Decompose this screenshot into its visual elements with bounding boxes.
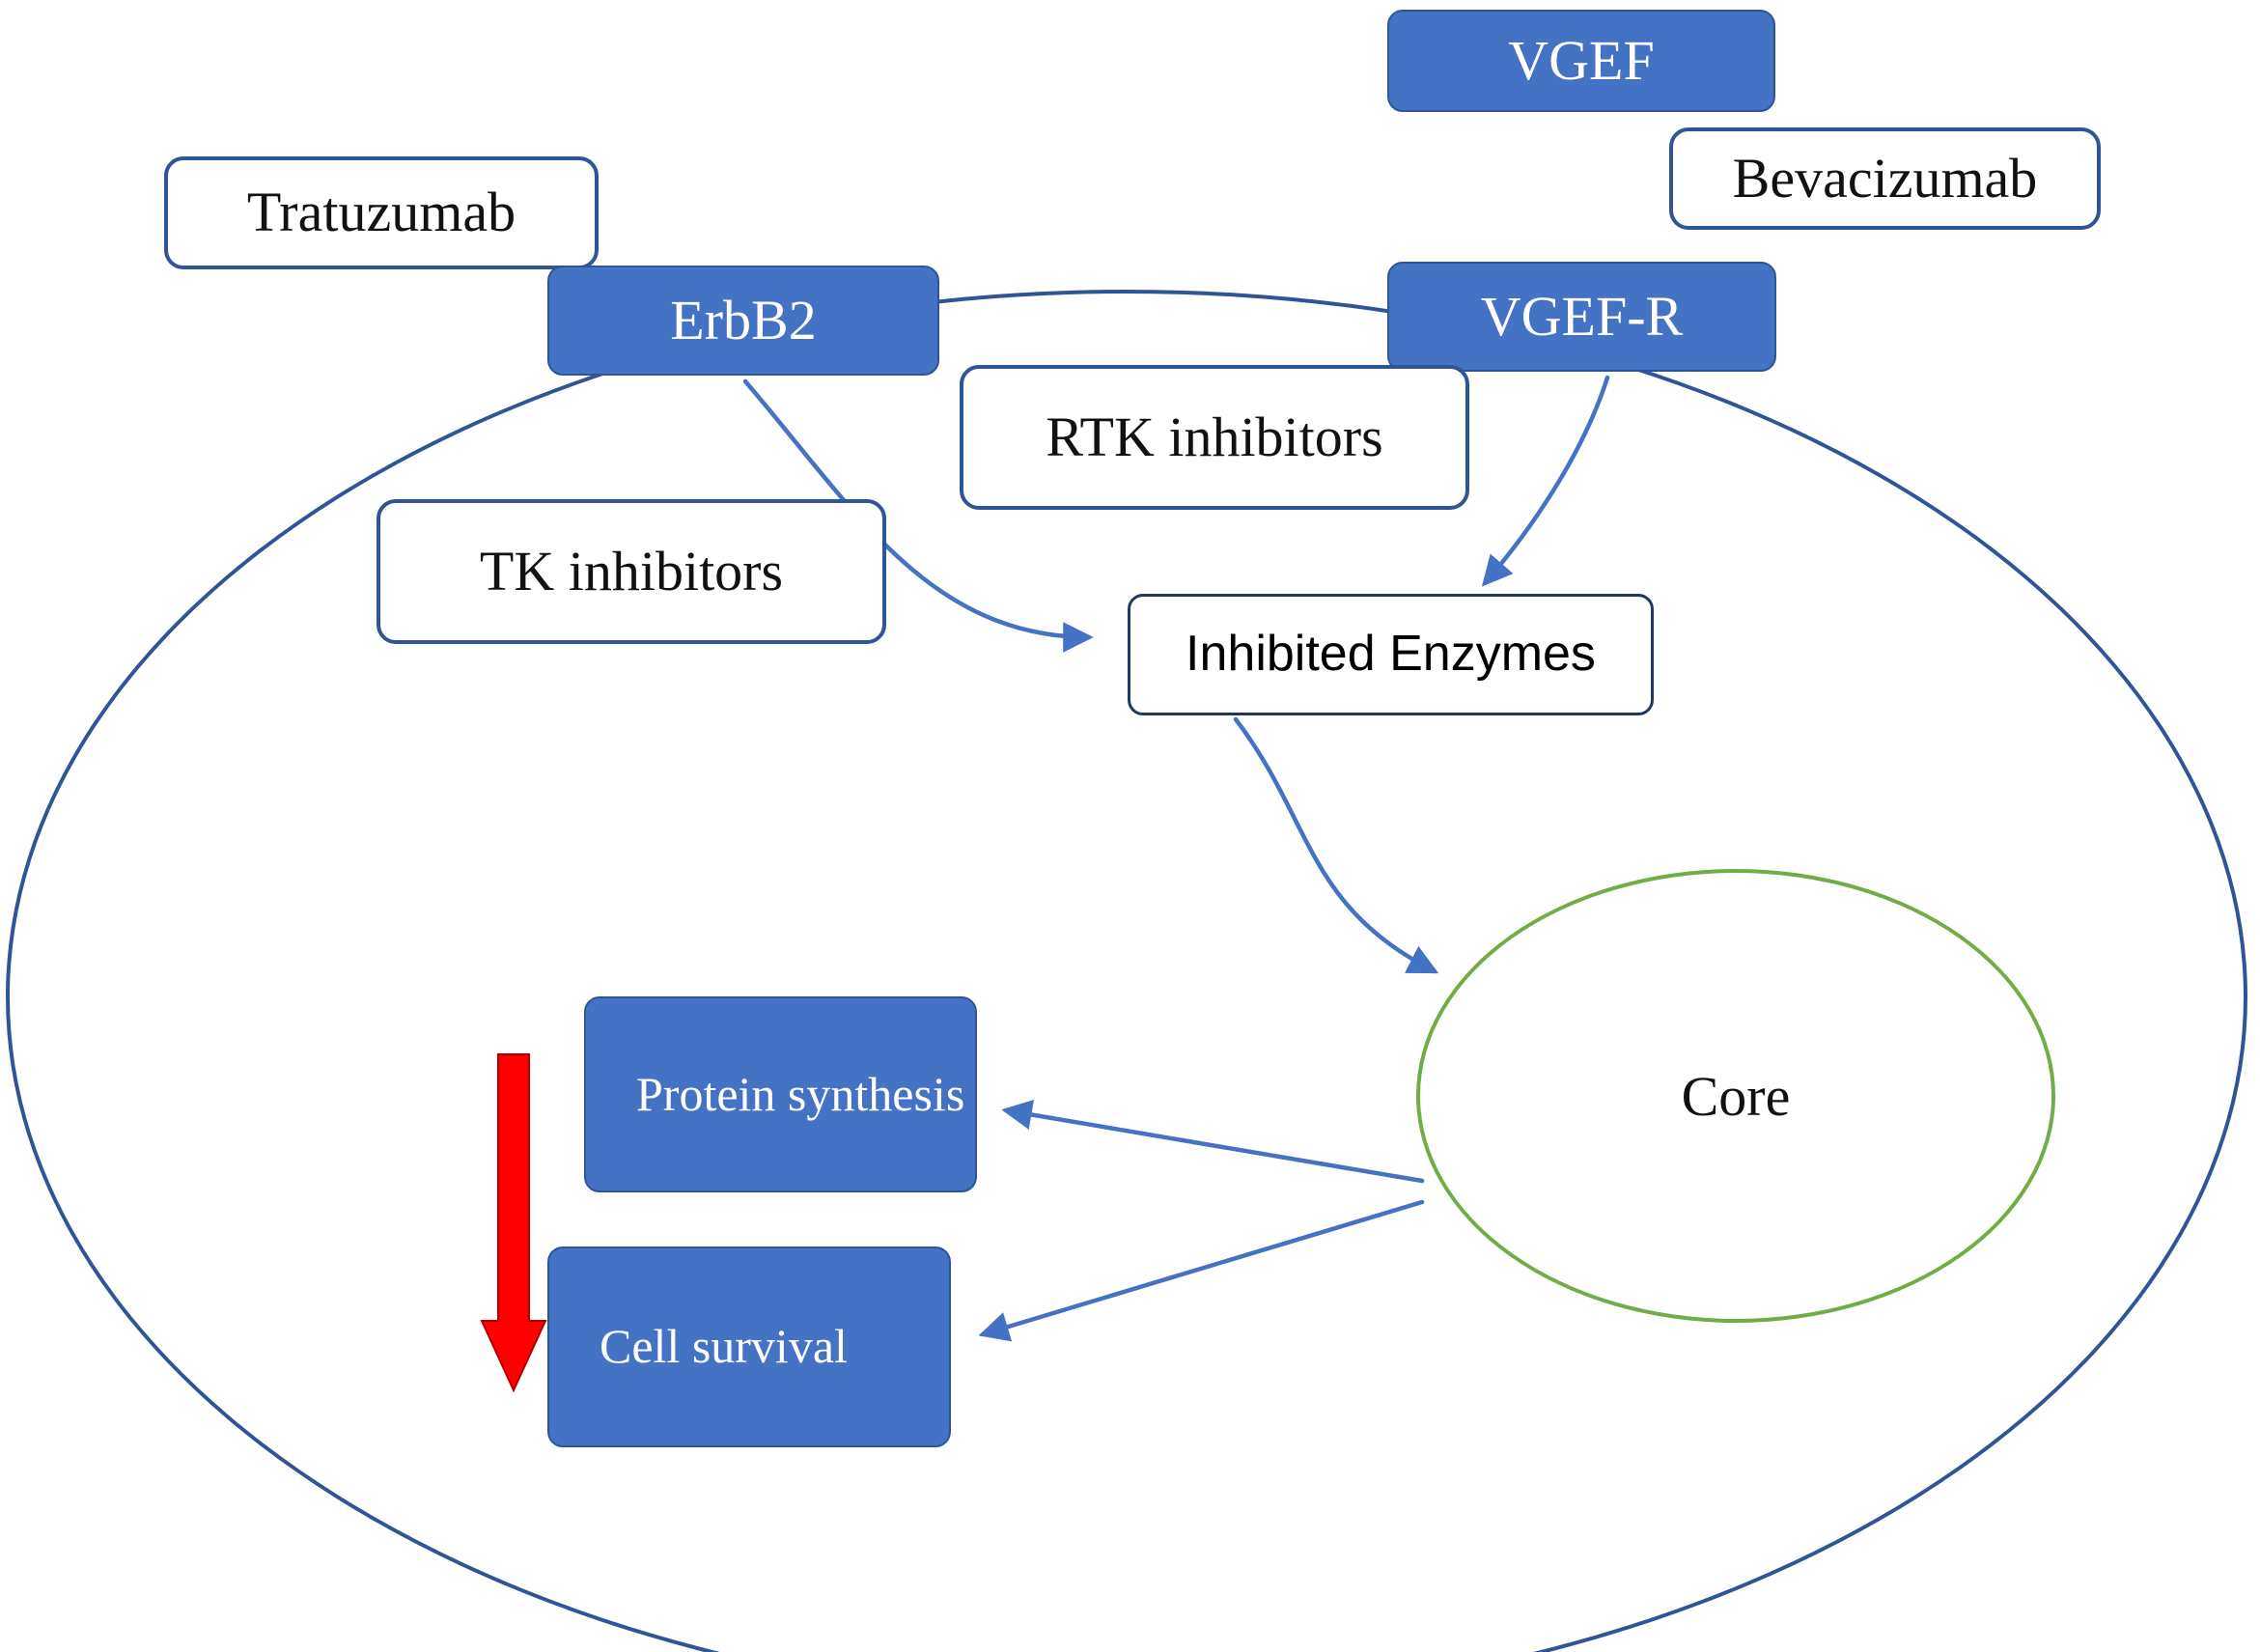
node-protein-synthesis-label: Protein synthesis bbox=[636, 1066, 965, 1121]
node-vgef-r: VGEF-R bbox=[1387, 262, 1776, 372]
node-cell-survival: Cell survival bbox=[547, 1246, 951, 1447]
node-bevacizumab: Bevacizumab bbox=[1669, 127, 2101, 230]
node-rtk-inhibitors-label: RTK inhibitors bbox=[1046, 405, 1383, 468]
node-inhibited-enzymes-label: Inhibited Enzymes bbox=[1186, 626, 1596, 683]
node-erbb2: ErbB2 bbox=[547, 266, 939, 376]
node-tk-inhibitors-label: TK inhibitors bbox=[479, 539, 784, 602]
node-erbb2-label: ErbB2 bbox=[670, 288, 817, 351]
node-vgef-label: VGEF bbox=[1508, 28, 1655, 92]
node-rtk-inhibitors: RTK inhibitors bbox=[960, 365, 1469, 510]
node-bevacizumab-label: Bevacizumab bbox=[1732, 146, 2038, 210]
node-inhibited-enzymes: Inhibited Enzymes bbox=[1128, 594, 1654, 715]
node-core-label: Core bbox=[1681, 1064, 1791, 1128]
node-vgef-r-label: VGEF-R bbox=[1480, 284, 1684, 348]
node-tk-inhibitors: TK inhibitors bbox=[377, 499, 886, 644]
node-core: Core bbox=[1416, 869, 2055, 1323]
node-tratuzumab-label: Tratuzumab bbox=[246, 181, 516, 244]
node-cell-survival-label: Cell survival bbox=[600, 1319, 848, 1374]
node-vgef: VGEF bbox=[1387, 10, 1775, 112]
node-protein-synthesis: Protein synthesis bbox=[584, 996, 977, 1192]
node-tratuzumab: Tratuzumab bbox=[164, 156, 599, 269]
cell-membrane-ellipse bbox=[6, 290, 2247, 1652]
